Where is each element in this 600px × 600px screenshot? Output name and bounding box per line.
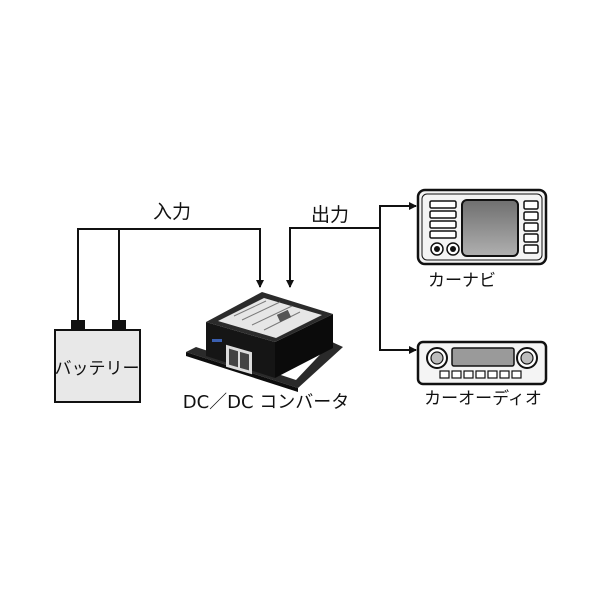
output-wires [286,202,417,354]
car-navi-device [416,188,548,266]
battery-terminal-right [112,320,126,330]
battery-label: バッテリー [55,359,140,379]
input-wires [77,228,264,322]
car-audio-label: カーオーディオ [424,388,542,409]
battery [54,320,141,403]
input-label: 入力 [153,201,191,223]
car-audio-device [416,340,548,386]
car-navi-label: カーナビ [428,271,496,291]
battery-body [54,329,141,403]
converter-device [186,292,343,392]
battery-terminal-left [71,320,85,330]
output-label: 出力 [311,204,349,226]
converter-label: DC／DC コンバータ [183,392,350,413]
